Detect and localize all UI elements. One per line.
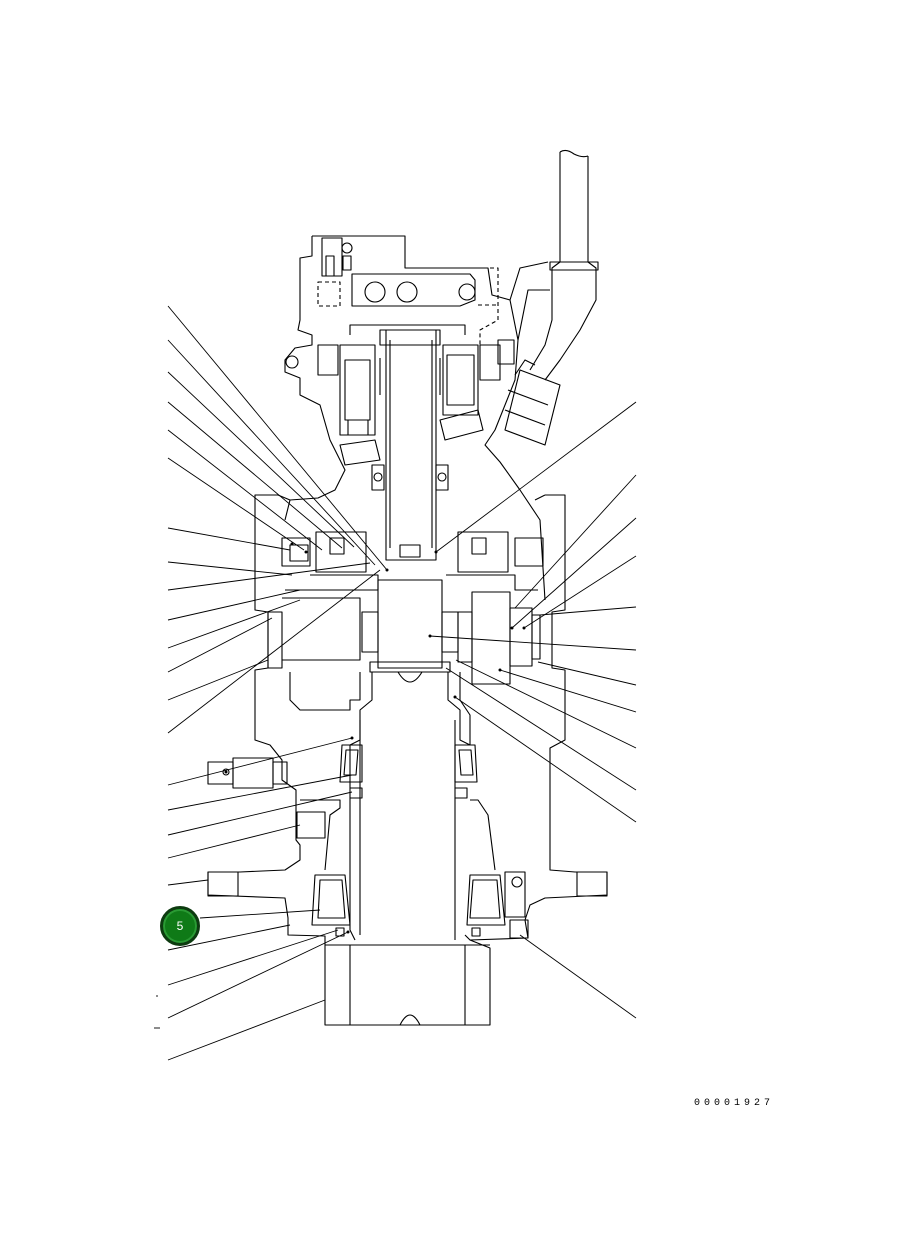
output-shaft-section [207,672,529,1026]
leader-dots [224,542,526,934]
housing-outline [207,235,608,1026]
valve-block [285,237,515,561]
callout-bubble[interactable]: 5 [160,906,200,946]
leader-lines [154,305,637,1061]
drawing-number: 00001927 [694,1098,775,1109]
planetary-gear-section [267,531,544,745]
callout-label: 5 [176,919,184,933]
hydraulic-pipe [504,149,599,446]
